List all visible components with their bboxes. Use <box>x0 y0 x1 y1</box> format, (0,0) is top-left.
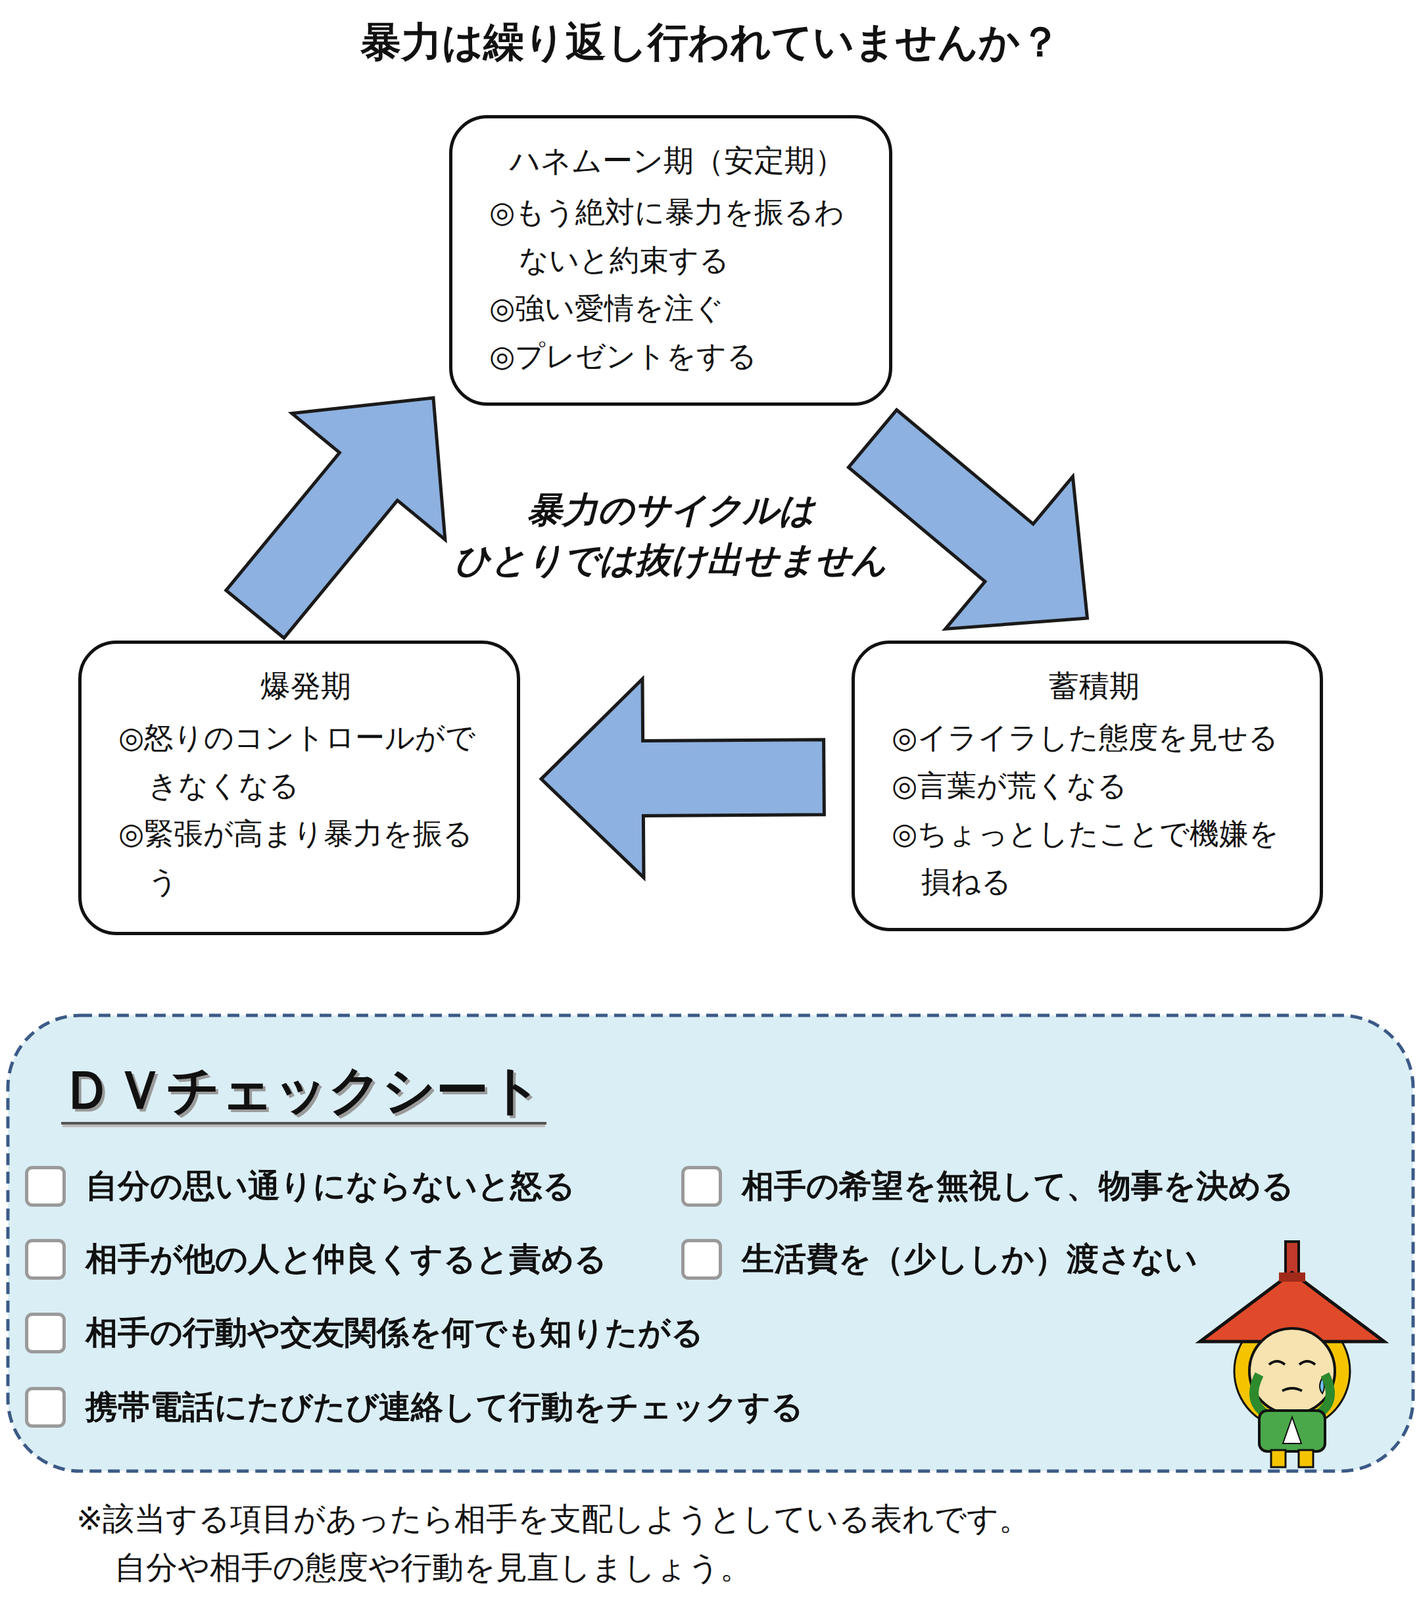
phase-item: ◎もう絶対に暴力を振るわないと約束する <box>489 188 866 285</box>
checklist-panel: ＤＶチェックシート自分の思い通りにならないと怒る 相手の希望を無視して、物事を決め… <box>5 1012 1416 1474</box>
checkbox <box>24 1312 66 1354</box>
phase-box: 蓄積期 ◎イライラした態度を見せる◎言葉が荒くなる◎ちょっとしたことで機嫌を損ねる <box>851 640 1324 932</box>
checklist-item: 携帯電話にたびたび連絡して行動をチェックする <box>85 1387 804 1427</box>
checklist-item: 相手の希望を無視して、物事を決める <box>741 1166 1295 1206</box>
checkbox <box>24 1238 66 1280</box>
checkbox <box>681 1238 723 1280</box>
diagram-title: 暴力は繰り返し行われていませんか？ <box>0 14 1421 70</box>
mascot-illustration <box>1193 1236 1391 1473</box>
footnote: ※該当する項目があったら相手を支配しようとしている表れです。 自分や相手の態度や… <box>76 1493 1180 1592</box>
phase-item: ◎言葉が荒くなる <box>891 762 1297 811</box>
checkbox <box>24 1165 66 1207</box>
cycle-arrow <box>848 409 1087 629</box>
checklist-heading: ＤＶチェックシート <box>61 1058 547 1125</box>
checklist-item: 生活費を（少ししか）渡さない <box>741 1239 1198 1279</box>
phase-heading: ハネムーン期（安定期） <box>489 138 866 184</box>
checkbox <box>681 1165 723 1207</box>
checklist-item: 相手の行動や交友関係を何でも知りたがる <box>85 1313 704 1353</box>
cycle-arrow <box>226 397 446 638</box>
checklist-item: 自分の思い通りにならないと怒る <box>85 1166 576 1206</box>
phase-item: ◎ちょっとしたことで機嫌を損ねる <box>891 810 1297 907</box>
phase-box: ハネムーン期（安定期）◎もう絶対に暴力を振るわないと約束する◎強い愛情を注ぐ◎プ… <box>449 115 893 406</box>
phase-box: 爆発期 ◎怒りのコントロールができなくなる◎緊張が高まり暴力を振るう <box>78 640 521 936</box>
phase-item: ◎イライラした態度を見せる <box>891 714 1297 763</box>
cycle-arrow <box>541 679 824 878</box>
cycle-note: 暴力のサイクルは ひとりでは抜け出せません <box>420 485 921 585</box>
phase-item: ◎プレゼントをする <box>489 332 866 381</box>
phase-item: ◎強い愛情を注ぐ <box>489 284 866 333</box>
phase-item: ◎緊張が高まり暴力を振るう <box>118 810 494 907</box>
checkbox <box>24 1386 66 1428</box>
phase-heading: 爆発期 <box>118 663 494 709</box>
phase-item: ◎怒りのコントロールができなくなる <box>118 714 494 811</box>
checklist-item: 相手が他の人と仲良くすると責める <box>85 1239 607 1279</box>
phase-heading: 蓄積期 <box>891 663 1297 709</box>
